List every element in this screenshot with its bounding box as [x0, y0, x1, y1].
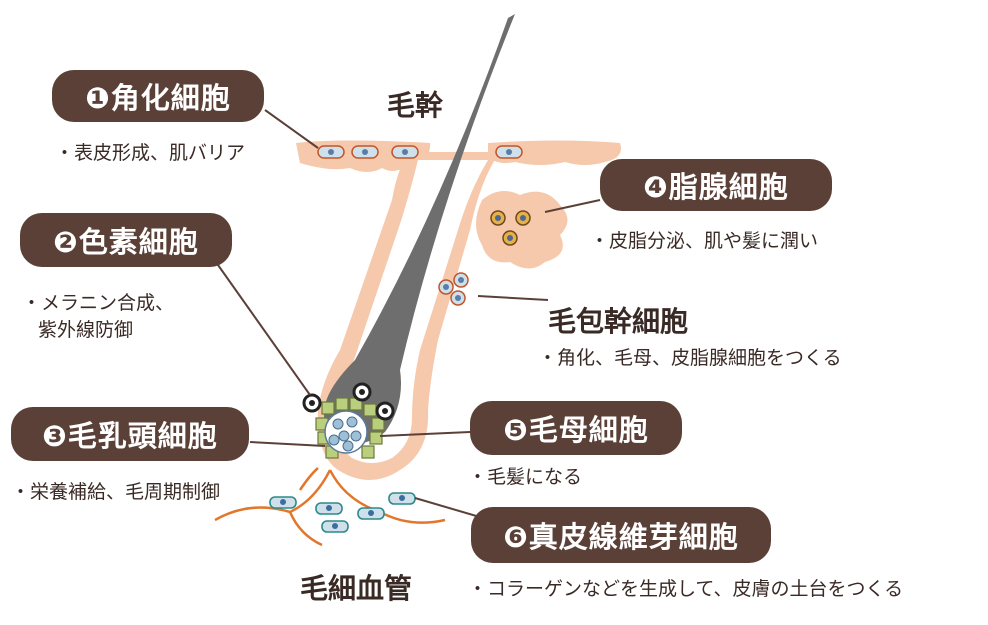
sebaceous-gland [476, 191, 568, 269]
hair-shaft [323, 14, 515, 444]
label-fibroblast: ❻真皮線維芽細胞 [471, 507, 771, 563]
label-capillary: 毛細血管 [300, 572, 413, 605]
desc-sebaceous: ・皮脂分泌、肌や髪に潤い [590, 230, 819, 252]
melanin-granules [309, 389, 388, 414]
label-sebaceous: ❹脂腺細胞 [600, 159, 832, 211]
desc-melanocyte-1: ・メラニン合成、 [22, 292, 175, 314]
sebaceous-nuclei [495, 215, 526, 241]
desc-stem: ・角化、毛母、皮脂腺細胞をつくる [538, 347, 842, 369]
desc-papilla: ・栄養補給、毛周期制御 [11, 481, 221, 503]
label-shaft: 毛幹 [387, 89, 444, 122]
keratinocyte-nuclei [328, 149, 512, 155]
desc-fibroblast: ・コラーゲンなどを生成して、皮膚の土台をつくる [468, 578, 904, 600]
label-keratinocyte: ❶角化細胞 [52, 70, 264, 122]
desc-keratinocyte: ・表皮形成、肌バリア [55, 142, 246, 164]
label-papilla: ❸毛乳頭細胞 [11, 407, 249, 461]
label-stem: 毛包幹細胞 [548, 305, 689, 338]
desc-melanocyte-2: 紫外線防御 [38, 319, 134, 341]
desc-matrix: ・毛髪になる [468, 466, 583, 488]
label-melanocyte: ❷色素細胞 [20, 213, 232, 267]
epidermis-right [488, 140, 621, 165]
fibroblast-nuclei [280, 495, 405, 529]
label-matrix: ❺毛母細胞 [470, 401, 682, 455]
stem-nuclei [443, 277, 464, 301]
papilla-cells [328, 416, 362, 452]
